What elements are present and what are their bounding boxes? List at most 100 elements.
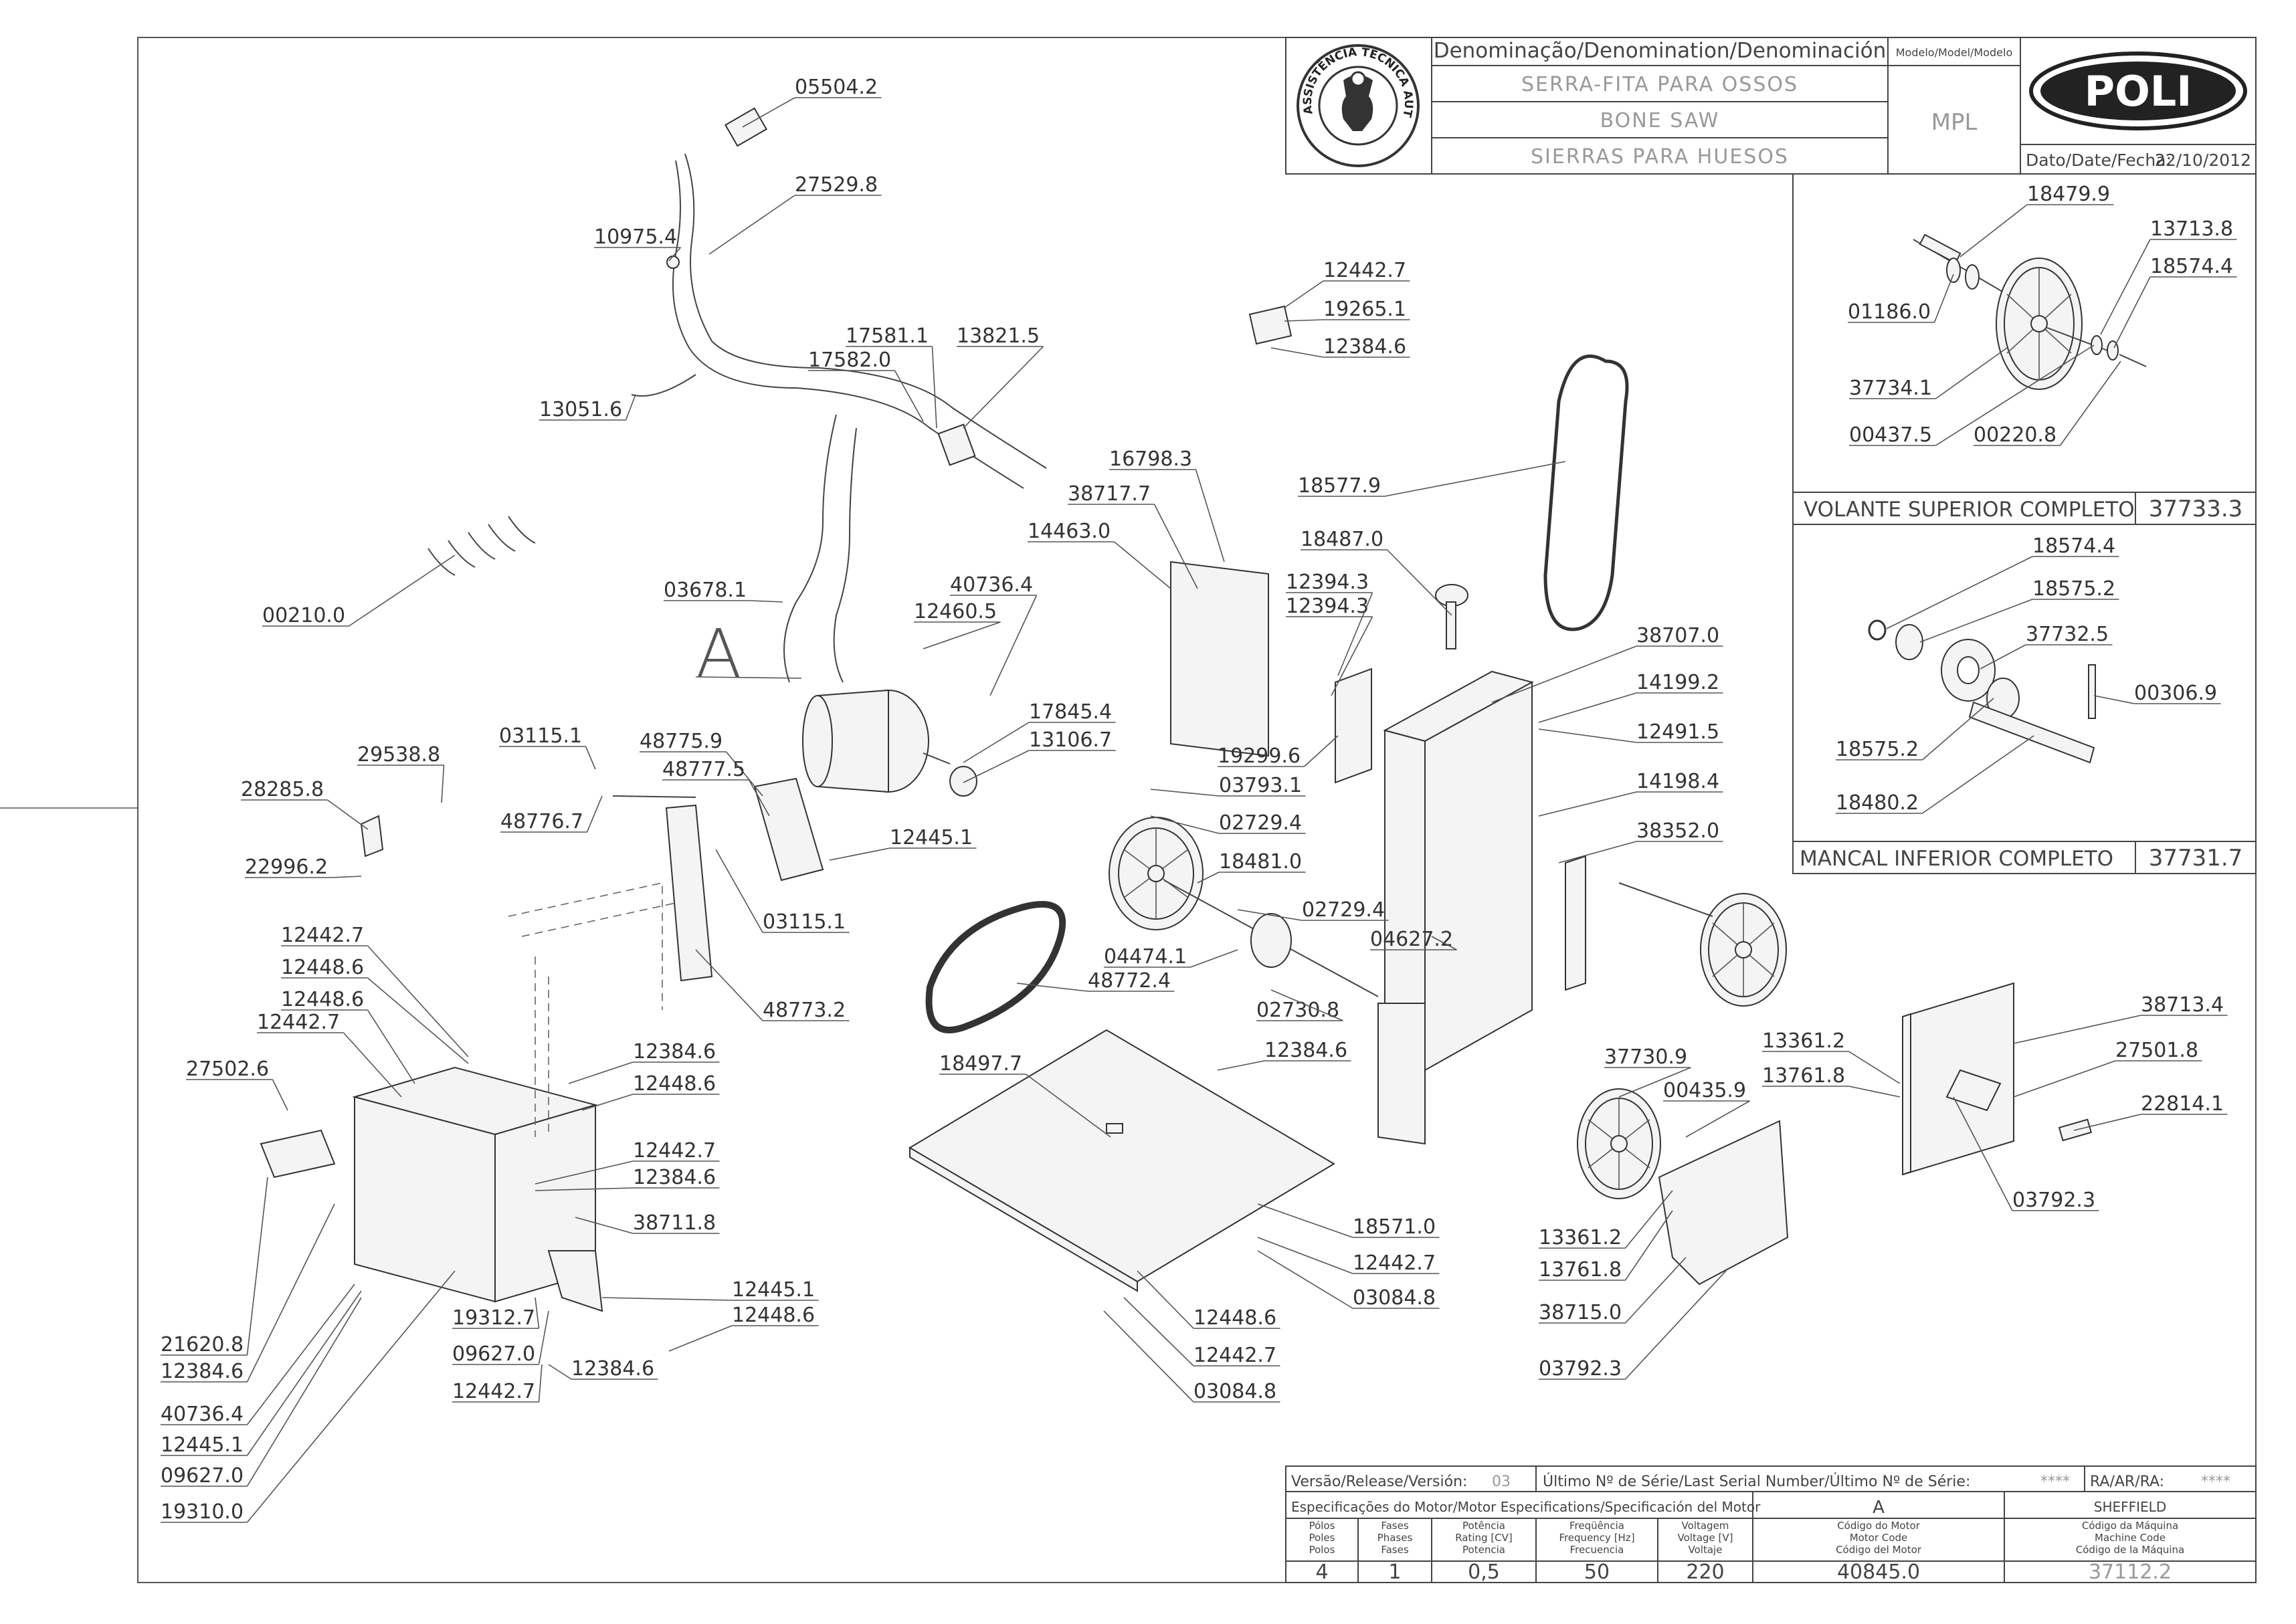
leader-line [1137, 1270, 1280, 1329]
leader-line [2013, 1060, 2202, 1098]
part-label: 12460.5 [914, 600, 997, 623]
hdr-motorcode-pt: Código do Motor [1837, 1520, 1920, 1532]
leader-line [2073, 1114, 2228, 1131]
part-label: 12384.6 [1323, 335, 1406, 359]
inset-part-label: 13713.8 [2150, 217, 2233, 241]
motor-spec-label: Especificações do Motor/Motor Especifica… [1291, 1499, 1761, 1515]
leader-line [1298, 461, 1566, 497]
base-cabinet [260, 1066, 603, 1312]
leader-line [1538, 791, 1723, 817]
side-door [1902, 982, 2093, 1176]
hdr-volt-es: Voltaje [1689, 1544, 1723, 1556]
inset-part-label: 18574.4 [2032, 534, 2115, 558]
part-label: 12442.7 [1353, 1251, 1436, 1275]
part-label: 17582.0 [808, 348, 891, 372]
part-label: 00210.0 [262, 604, 345, 627]
leader-line [1836, 698, 1994, 760]
leader-line [1539, 1257, 1687, 1324]
denomination-label: Denominação/Denomination/Denominación [1434, 39, 1887, 63]
motor-letter: A [1873, 1498, 1885, 1518]
val-frequency: 50 [1584, 1560, 1610, 1584]
part-label: 37730.9 [1604, 1045, 1687, 1069]
part-label: 03793.1 [1219, 774, 1302, 797]
brand-name: POLI [2085, 67, 2192, 116]
leader-line [808, 370, 924, 422]
leader-line [1604, 1067, 1691, 1098]
part-label: 12384.6 [161, 1360, 244, 1383]
part-label: 03084.8 [1193, 1380, 1276, 1403]
part-label: 13761.8 [1762, 1064, 1845, 1088]
wiring-harness [631, 107, 1047, 683]
motor-name: SHEFFIELD [2094, 1499, 2166, 1515]
inset-part-label: 18575.2 [2032, 577, 2115, 601]
part-label: 19312.7 [452, 1306, 535, 1330]
part-label: 48772.4 [1088, 969, 1171, 993]
inset-part-label: 37732.5 [2026, 623, 2109, 646]
part-label: 40736.4 [161, 1403, 244, 1426]
leader-line [668, 1325, 819, 1352]
ra-label: RA/AR/RA: [2090, 1474, 2164, 1490]
leader-line [1217, 1060, 1351, 1071]
title-block: ASSISTÊNCIA TÉCNICA AUTORIZADA Denominaç… [0, 0, 2257, 175]
leader-line [1539, 1270, 1727, 1380]
leader-line [1218, 735, 1339, 767]
leader-line [281, 977, 469, 1064]
footer-headers: Pólos Poles Polos Fases Phases Fases Pot… [1309, 1520, 2185, 1556]
hdr-freq-en: Frequency [Hz] [1559, 1532, 1634, 1544]
leader-line [1849, 347, 2008, 399]
part-label: 21620.8 [161, 1333, 244, 1356]
leader-line [963, 722, 1116, 763]
model-label: Modelo/Model/Modelo [1896, 46, 2012, 59]
leader-line [452, 1364, 543, 1403]
authorized-service-seal: ASSISTÊNCIA TÉCNICA AUTORIZADA [0, 0, 1420, 167]
leader-line [1762, 1051, 1901, 1084]
part-label: 12384.6 [571, 1357, 654, 1381]
part-label: 27529.8 [795, 173, 878, 197]
hdr-rating-es: Potencia [1462, 1544, 1505, 1556]
hdr-poles-pt: Pólos [1309, 1520, 1335, 1532]
leader-line [1836, 735, 2034, 814]
leader-line [161, 1203, 335, 1383]
part-label: 12384.6 [633, 1040, 716, 1063]
part-label: 12445.1 [732, 1278, 815, 1302]
inset-part-label: 01186.0 [1848, 300, 1931, 324]
leader-line [1123, 1297, 1280, 1366]
leader-line [499, 746, 596, 770]
leader-line [1150, 815, 1306, 834]
val-poles: 4 [1315, 1560, 1328, 1584]
part-label: 12448.6 [732, 1304, 815, 1327]
leader-line [1539, 1210, 1673, 1281]
part-label: 12442.7 [452, 1380, 535, 1403]
part-label: 10975.4 [594, 225, 677, 249]
part-label: 27501.8 [2115, 1039, 2198, 1062]
part-label: 03678.1 [664, 579, 747, 602]
leader-line [535, 1160, 720, 1185]
leader-line [1538, 728, 1723, 743]
val-machine-code: 37112.2 [2089, 1560, 2172, 1584]
motor [802, 689, 977, 797]
part-label: 18577.9 [1298, 474, 1381, 498]
part-label: 12442.7 [633, 1139, 716, 1162]
leader-line [161, 1177, 268, 1356]
inset-1-code: 37733.3 [2149, 496, 2243, 522]
work-table [908, 1029, 1335, 1292]
ra-value: **** [2201, 1474, 2230, 1490]
hdr-motorcode-en: Motor Code [1850, 1532, 1908, 1544]
name-en: BONE SAW [1600, 109, 1720, 132]
inset-part-label: 00437.5 [1849, 423, 1932, 447]
assembly-lines-left [508, 882, 676, 1137]
leader-line [939, 1074, 1111, 1138]
leader-line [708, 195, 882, 255]
part-label: 19310.0 [161, 1500, 244, 1524]
part-label: 02729.4 [1302, 898, 1385, 922]
leader-line [1663, 1100, 1750, 1138]
leader-line [452, 1297, 540, 1329]
part-label: 38717.7 [1068, 482, 1151, 506]
serial-label: Último Nº de Série/Last Serial Number/Úl… [1543, 1473, 1970, 1490]
inset-2-code: 37731.7 [2149, 845, 2243, 872]
guard-wheel [1577, 1088, 1661, 1199]
leader-line [1301, 549, 1452, 616]
leader-line [1284, 319, 1410, 322]
part-label: 19299.6 [1218, 744, 1301, 768]
leader-line [2093, 695, 2221, 704]
